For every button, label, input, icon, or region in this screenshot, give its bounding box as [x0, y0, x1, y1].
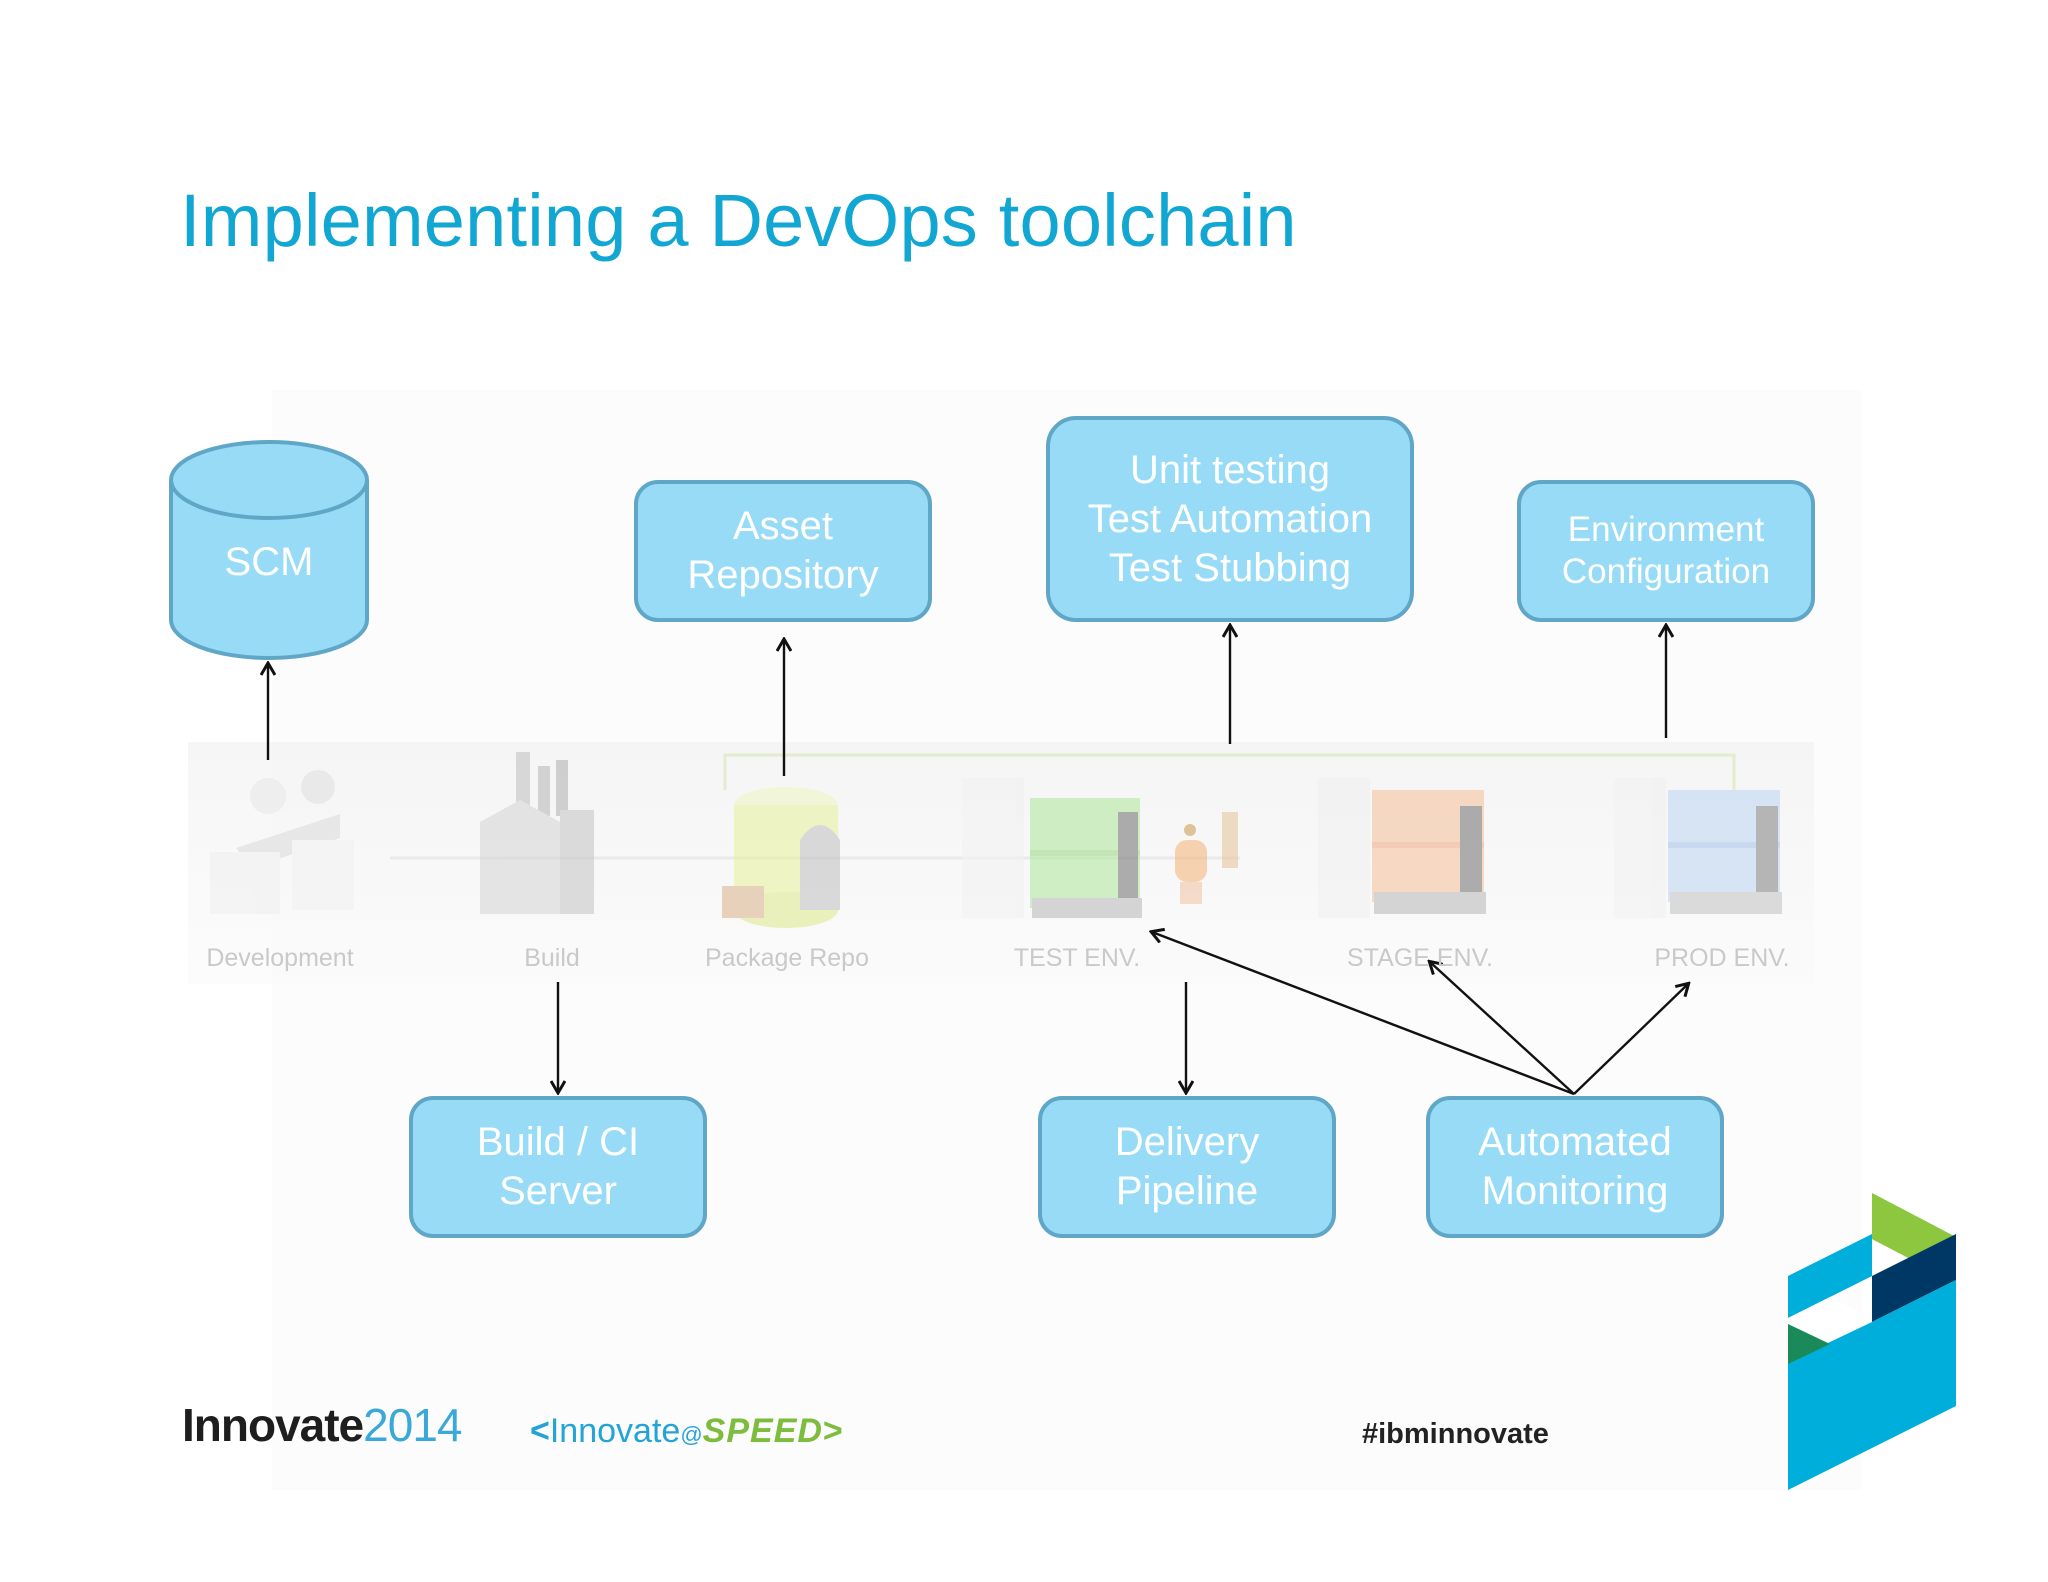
testing-line-1: Unit testing — [1129, 447, 1331, 492]
test-env-server-icon — [962, 778, 1238, 918]
stage-label-prod-env: PROD ENV. — [1654, 944, 1790, 972]
chevron-right-icon: > — [822, 1412, 843, 1450]
innovate-at-speed-at-text: @ — [680, 1422, 703, 1447]
page-title: Implementing a DevOps toolchain — [180, 179, 1297, 262]
testing-line-3: Test Stubbing — [1108, 545, 1352, 590]
innovate-2014-logo: Innovate2014 — [182, 1398, 463, 1452]
stage-env-server-icon — [1318, 778, 1486, 918]
build-ci-line-2: Server — [499, 1169, 617, 1213]
testing-line-2: Test Automation — [1087, 496, 1373, 541]
innovate-at-speed-left-text: Innovate — [549, 1412, 681, 1450]
arrow-monitoring-to-test-env — [1152, 932, 1575, 1096]
stage-label-stage-env: STAGE ENV. — [1347, 944, 1493, 972]
innovate-at-speed-speed-text: SPEED — [702, 1412, 823, 1450]
innovate-cube-logo — [1788, 1193, 1956, 1490]
innovate-at-speed-logo: <Innovate@SPEED> — [530, 1412, 843, 1451]
innovate-brand-text: Innovate — [182, 1399, 364, 1451]
package-repo-icon — [722, 787, 840, 928]
arrow-monitoring-to-stage-env — [1430, 962, 1575, 1095]
environment-configuration-box: Environment Configuration — [1517, 480, 1815, 622]
automated-monitoring-line-1: Automated — [1478, 1120, 1672, 1164]
scm-cylinder-shape — [169, 440, 369, 660]
hashtag-text: #ibminnovate — [1362, 1418, 1549, 1450]
prod-env-server-icon — [1614, 778, 1782, 918]
build-ci-line-1: Build / CI — [476, 1120, 640, 1164]
automated-monitoring-line-2: Monitoring — [1481, 1169, 1669, 1213]
asset-repository-line-2: Repository — [687, 553, 879, 597]
environment-configuration-line-2: Configuration — [1561, 552, 1771, 591]
testing-box: Unit testing Test Automation Test Stubbi… — [1046, 416, 1414, 622]
delivery-pipeline-box: Delivery Pipeline — [1038, 1096, 1336, 1238]
development-illustration-icon — [210, 770, 354, 914]
stage-label-development: Development — [206, 944, 354, 972]
delivery-pipeline-line-2: Pipeline — [1115, 1169, 1259, 1213]
innovate-year-text: 2014 — [363, 1399, 462, 1451]
asset-repository-box: Asset Repository — [634, 480, 932, 622]
stage-label-package-repo: Package Repo — [704, 944, 870, 972]
automated-monitoring-box: Automated Monitoring — [1426, 1096, 1724, 1238]
build-factory-icon — [480, 752, 594, 914]
chevron-left-icon: < — [530, 1412, 550, 1450]
stage-label-test-env: TEST ENV. — [1013, 944, 1141, 972]
build-ci-server-box: Build / CI Server — [409, 1096, 707, 1238]
arrow-monitoring-to-prod-env — [1573, 984, 1688, 1095]
delivery-pipeline-line-1: Delivery — [1114, 1120, 1260, 1164]
scm-label: SCM — [224, 540, 314, 584]
environment-configuration-line-1: Environment — [1567, 510, 1765, 549]
stage-label-build: Build — [524, 944, 580, 972]
asset-repository-line-1: Asset — [732, 504, 834, 548]
pipeline-bracket — [723, 753, 1736, 790]
